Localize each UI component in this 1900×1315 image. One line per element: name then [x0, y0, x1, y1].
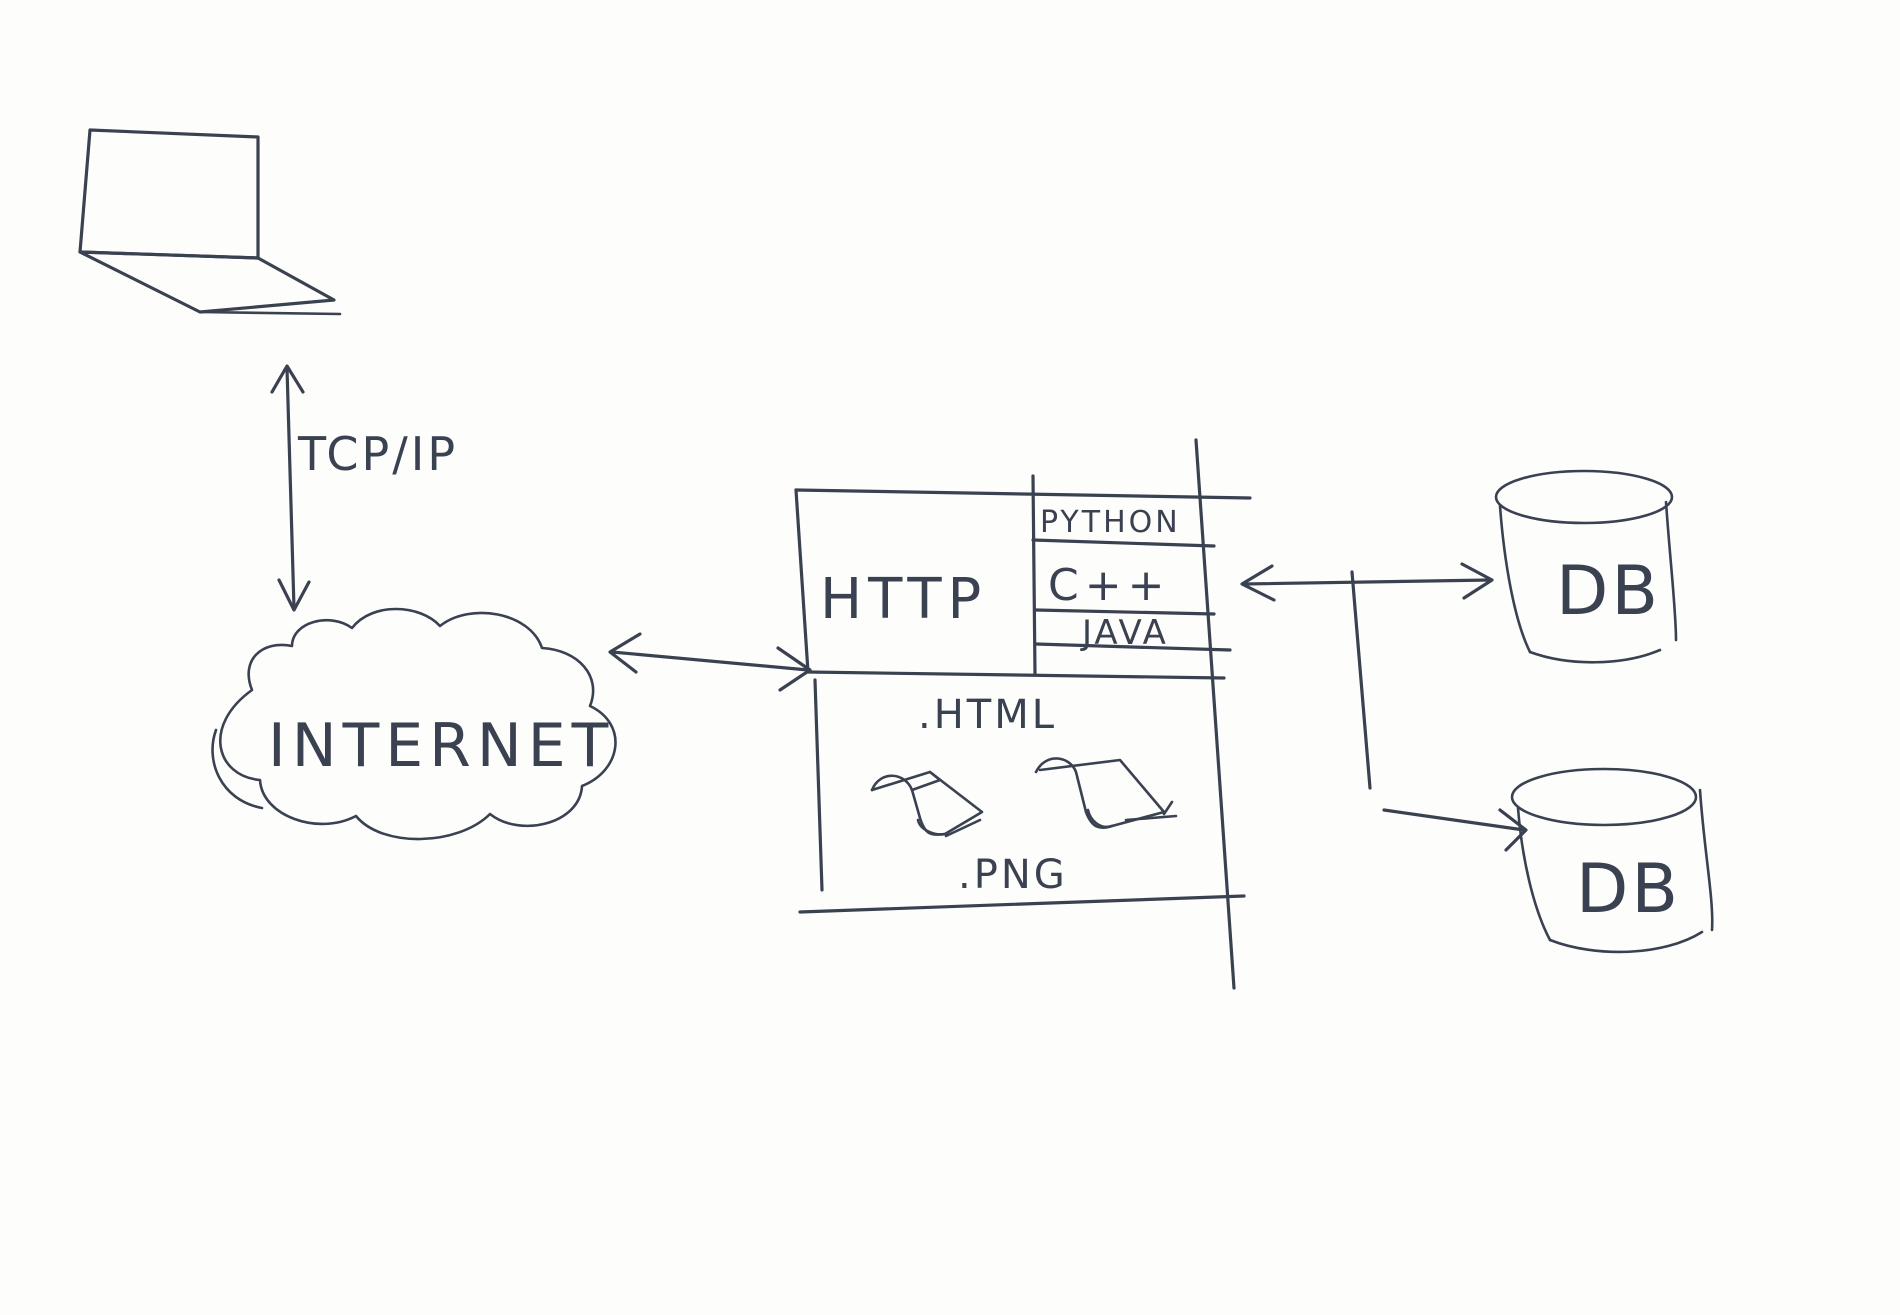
- tcp-ip-label: TCP/IP: [297, 427, 458, 481]
- language-python-label: PYTHON: [1040, 505, 1181, 540]
- png-file-label: .PNG: [958, 852, 1068, 898]
- file-document-icon: [870, 770, 984, 838]
- web-server-box: [794, 438, 1252, 990]
- database-label-1: DB: [1556, 552, 1661, 631]
- language-java-label: JAVA: [1080, 613, 1169, 653]
- tcp-ip-connection-arrow: [270, 364, 311, 612]
- html-file-label: .HTML: [918, 692, 1057, 738]
- laptop-icon: [78, 128, 342, 316]
- database-cylinder-icon-1: [1494, 469, 1678, 664]
- http-label: HTTP: [820, 567, 987, 632]
- image-document-icon: [1034, 757, 1178, 830]
- internet-label: INTERNET: [268, 711, 614, 781]
- language-cpp-label: C++: [1048, 560, 1170, 611]
- internet-cloud-icon: [211, 607, 617, 841]
- database-label-2: DB: [1576, 850, 1681, 929]
- internet-server-arrow: [608, 632, 812, 692]
- database-cylinder-icon-2: [1510, 767, 1714, 954]
- server-database-connector: [1240, 562, 1528, 852]
